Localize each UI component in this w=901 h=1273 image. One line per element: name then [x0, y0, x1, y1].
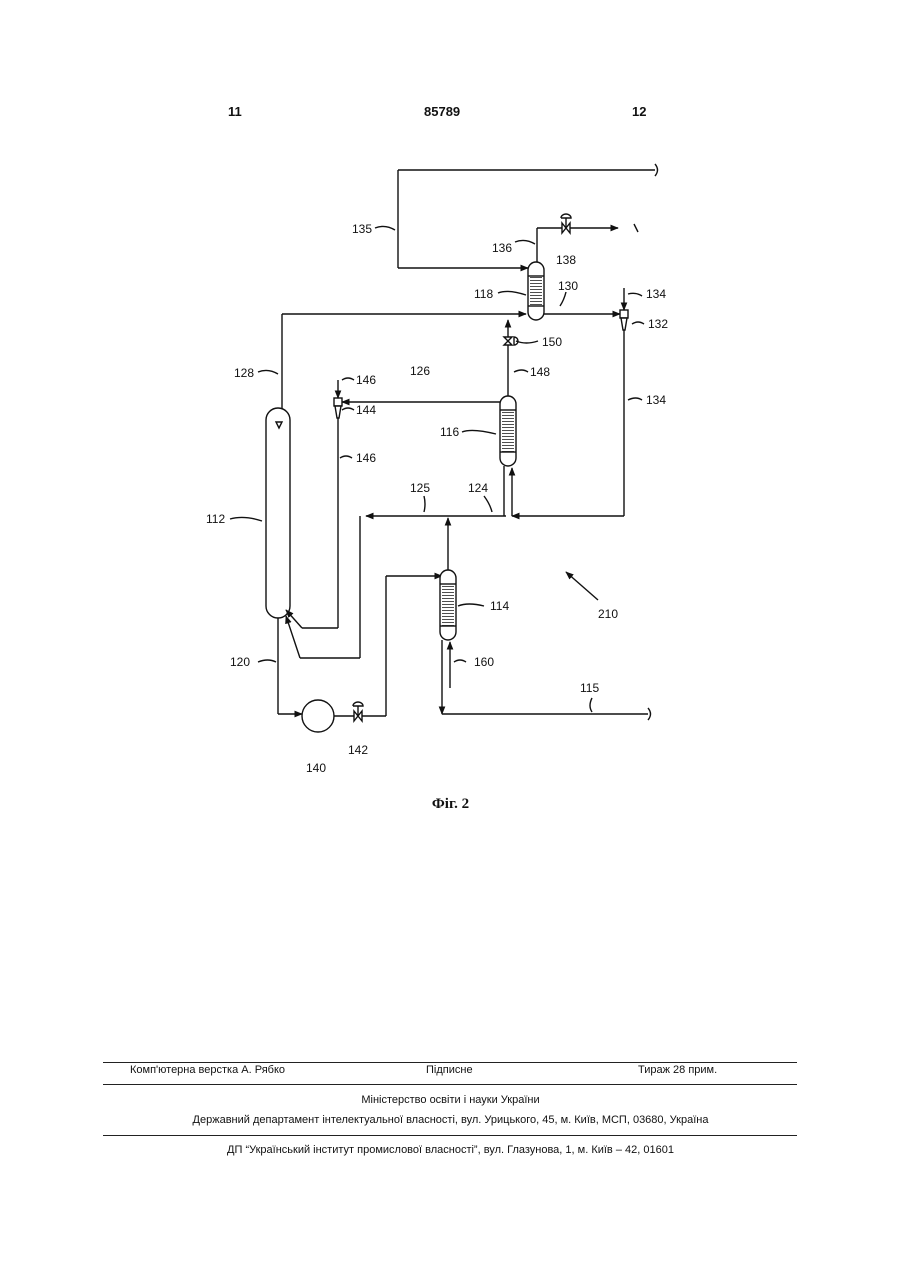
figure-caption: Фіг. 2 [0, 796, 901, 813]
label-130: 130 [558, 279, 578, 293]
label-114: 114 [490, 599, 509, 613]
reference-arrow-210 [566, 572, 598, 600]
footer-ministry: Міністерство освіти і науки України [0, 1094, 901, 1106]
footer-department: Державний департамент інтелектуальної вл… [0, 1114, 901, 1126]
label-115: 115 [580, 681, 599, 695]
valve-138-actuator [561, 214, 571, 218]
label-146-mid: 146 [356, 451, 376, 465]
footer-institute: ДП “Український інститут промислової вла… [0, 1144, 901, 1156]
label-136: 136 [492, 241, 512, 255]
ejector-132 [620, 310, 628, 318]
footer-rule-2 [103, 1084, 797, 1085]
label-125: 125 [410, 481, 430, 495]
footer-signed: Підписне [426, 1064, 473, 1076]
label-135: 135 [352, 222, 372, 236]
distillation-column-112 [266, 408, 290, 618]
label-134-top: 134 [646, 287, 666, 301]
heat-exchanger-118-tubes [530, 276, 542, 306]
label-140: 140 [306, 761, 326, 775]
label-120: 120 [230, 655, 250, 669]
pump-140 [302, 700, 334, 732]
label-128: 128 [234, 366, 254, 380]
label-124: 124 [468, 481, 488, 495]
label-134-mid: 134 [646, 393, 666, 407]
footer-circulation: Тираж 28 прим. [638, 1064, 717, 1076]
label-142: 142 [348, 743, 368, 757]
label-144: 144 [356, 403, 376, 417]
footer-typesetting: Комп'ютерна верстка А. Рябко [130, 1064, 285, 1076]
ejector-144 [334, 398, 342, 406]
label-160: 160 [474, 655, 494, 669]
label-126: 126 [410, 364, 430, 378]
label-146-top: 146 [356, 373, 376, 387]
valve-150 [504, 337, 512, 345]
label-116: 116 [440, 425, 459, 439]
label-210: 210 [598, 607, 618, 621]
label-112: 112 [206, 512, 225, 526]
label-150: 150 [542, 335, 562, 349]
label-132: 132 [648, 317, 668, 331]
footer-rule-3 [103, 1135, 797, 1136]
line-break-mark [655, 164, 658, 176]
label-118: 118 [474, 287, 493, 301]
footer-rule-1 [103, 1062, 797, 1063]
label-138: 138 [556, 253, 576, 267]
label-148: 148 [530, 365, 550, 379]
